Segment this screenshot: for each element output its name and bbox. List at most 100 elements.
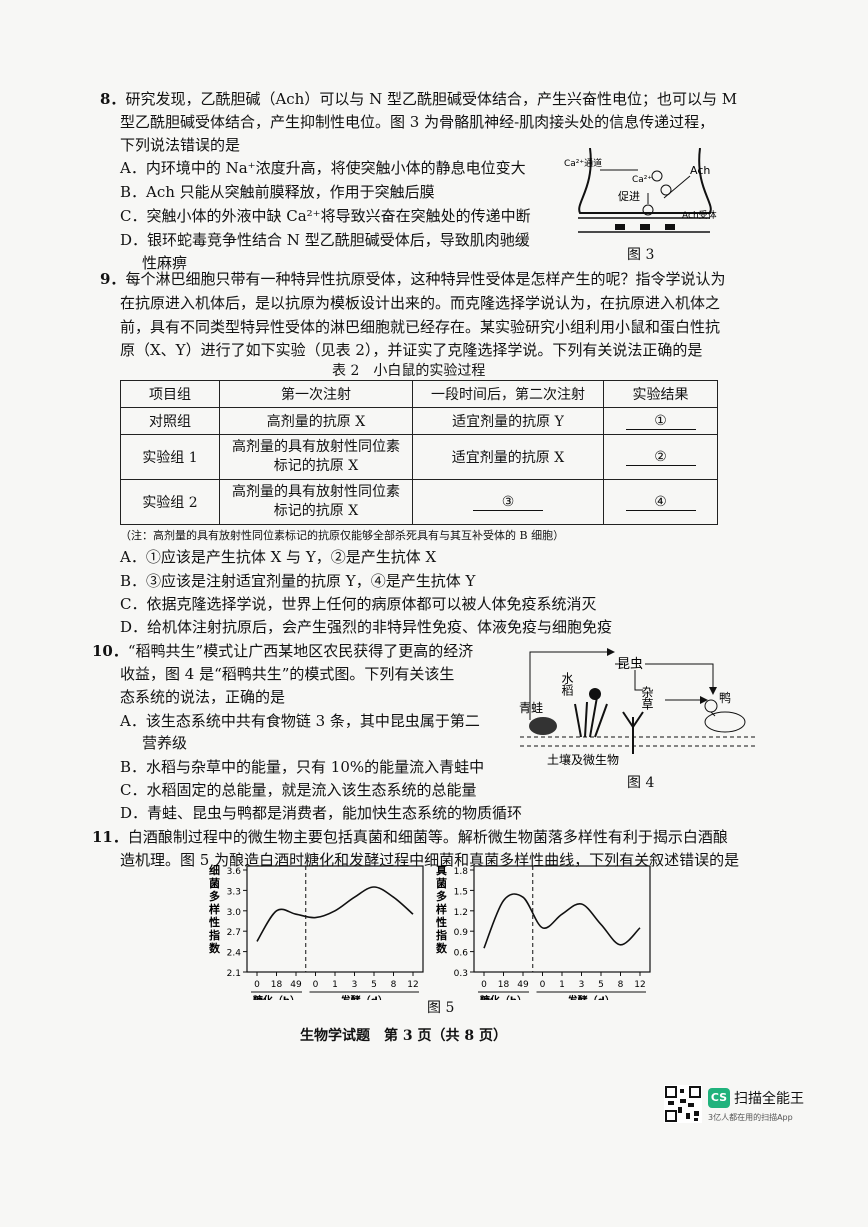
x-tick-label: 3 <box>579 980 585 990</box>
x-group-label: 糖化（h） <box>480 994 527 1000</box>
q9-stem-line-3: 前，具有不同类型特异性受体的淋巴细胞就已经存在。某实验研究小组利用小鼠和蛋白性抗 <box>120 318 721 336</box>
table-2-note: （注：高剂量的具有放射性同位素标记的抗原仅能够全部杀死具有与其互补受体的 B 细… <box>120 529 565 542</box>
fig4-label-rice: 水稻 <box>560 672 574 696</box>
q10-option-a-cont: 营养级 <box>142 734 188 752</box>
table-cell: 高剂量的抗原 X <box>219 407 413 435</box>
x-tick-label: 0 <box>254 980 260 990</box>
y-axis-label: 样 <box>436 902 447 916</box>
q10-stem-line-3: 态系统的说法，正确的是 <box>120 688 286 706</box>
fig4-label-duck: 鸭 <box>719 691 731 705</box>
q9-option-c: C．依据克隆选择学说，世界上任何的病原体都可以被人体免疫系统消灭 <box>120 595 597 613</box>
y-axis-label: 菌 <box>436 876 447 890</box>
x-tick-label: 49 <box>290 980 302 990</box>
y-tick-label: 2.4 <box>227 949 242 959</box>
y-tick-label: 1.5 <box>454 887 468 897</box>
q9-stem-line-4: 原（X、Y）进行了如下实验（见表 2），并证实了克隆选择学说。下列有关说法正确的… <box>120 341 703 359</box>
fig3-label-ca: Ca²⁺ <box>632 175 652 185</box>
table-cell: 适宜剂量的抗原 Y <box>412 407 604 435</box>
q10-stem-line-1: 10．“稻鸭共生”模式让广西某地区农民获得了更高的经济 <box>92 642 474 660</box>
fig4-label-insect: 昆虫 <box>617 657 643 672</box>
series-line <box>483 893 641 949</box>
q8-option-d-cont: 性麻痹 <box>142 254 188 272</box>
y-tick-label: 0.3 <box>454 969 468 979</box>
y-axis-label: 细 <box>209 863 220 877</box>
answer-blank: ① <box>625 413 696 430</box>
page-footer: 生物学试题 第 3 页（共 8 页） <box>300 1028 507 1044</box>
x-tick-label: 0 <box>540 980 546 990</box>
fig3-label-receptor: Ach受体 <box>682 209 717 221</box>
cs-logo-icon: CS <box>708 1088 730 1108</box>
table-cell: 实验组 2 <box>120 479 220 525</box>
figure-5-caption: 图 5 <box>427 1000 455 1016</box>
table-header: 第一次注射 <box>219 380 413 408</box>
y-axis-label: 指 <box>436 928 447 942</box>
x-tick-label: 8 <box>391 980 397 990</box>
x-tick-label: 5 <box>371 980 377 990</box>
table-2: 项目组 第一次注射 一段时间后，第二次注射 实验结果 对照组 高剂量的抗原 X … <box>120 380 718 525</box>
figure-3-synapse: Ca²⁺通道 Ca²⁺ 促进 Ach Ach受体 <box>564 148 717 233</box>
q8-option-b: B．Ach 只能从突触前膜释放，作用于突触后膜 <box>120 183 435 201</box>
x-tick-label: 5 <box>598 980 604 990</box>
x-tick-label: 18 <box>271 980 283 990</box>
q10-option-c: C．水稻固定的总能量，就是流入该生态系统的总能量 <box>120 781 477 799</box>
x-group-label: 发酵（d） <box>567 994 615 1000</box>
y-tick-label: 3.0 <box>227 908 242 918</box>
y-axis-label: 数 <box>209 941 221 955</box>
table-header-row: 项目组 第一次注射 一段时间后，第二次注射 实验结果 <box>120 380 718 408</box>
q10-option-d: D．青蛙、昆虫与鸭都是消费者，能加快生态系统的物质循环 <box>120 804 523 822</box>
table-cell: ② <box>603 434 718 480</box>
q10-stem-line-2: 收益，图 4 是“稻鸭共生”的模式图。下列有关该生 <box>120 665 455 683</box>
fig3-label-ach: Ach <box>690 164 710 177</box>
figure-4-ecosystem: 昆虫 水稻 杂草 青蛙 鸭 土壤及微生物 <box>519 648 755 767</box>
table-cell: 实验组 1 <box>120 434 220 480</box>
fig3-label-promote: 促进 <box>618 189 640 203</box>
x-tick-label: 0 <box>481 980 487 990</box>
y-axis-label: 菌 <box>209 876 220 890</box>
y-tick-label: 1.8 <box>454 867 469 877</box>
figure-3-caption: 图 3 <box>627 247 655 263</box>
table-header: 实验结果 <box>603 380 718 408</box>
q8-stem-line-3: 下列说法错误的是 <box>120 136 241 154</box>
plot-frame <box>473 865 651 973</box>
answer-blank: ② <box>625 449 696 466</box>
table-row: 对照组 高剂量的抗原 X 适宜剂量的抗原 Y ① <box>120 407 718 435</box>
y-tick-label: 2.7 <box>227 928 241 938</box>
x-tick-label: 1 <box>559 980 565 990</box>
plot-frame <box>246 865 424 973</box>
figure-5-bacteria-chart: 细菌多样性指数3.63.33.02.72.42.1018490135812糖化（… <box>209 863 424 1000</box>
scanner-app-name: 扫描全能王 <box>734 1091 804 1107</box>
y-axis-label: 性 <box>209 915 220 929</box>
figure-4-caption: 图 4 <box>627 775 655 791</box>
x-tick-label: 12 <box>407 980 418 990</box>
table-2-title: 表 2 小白鼠的实验过程 <box>332 363 486 379</box>
table-cell: ③ <box>412 479 604 525</box>
y-tick-label: 1.2 <box>454 908 468 918</box>
y-axis-label: 样 <box>209 902 220 916</box>
table-cell: 高剂量的具有放射性同位素标记的抗原 X <box>219 434 413 480</box>
x-group-label: 糖化（h） <box>253 994 300 1000</box>
x-group-label: 发酵（d） <box>340 994 388 1000</box>
y-tick-label: 3.3 <box>227 887 241 897</box>
x-tick-label: 1 <box>332 980 338 990</box>
q11-stem-line-1: 11．白酒酿制过程中的微生物主要包括真菌和细菌等。解析微生物菌落多样性有利于揭示… <box>92 828 728 846</box>
table-row: 实验组 2 高剂量的具有放射性同位素标记的抗原 X ③ ④ <box>120 479 718 525</box>
y-axis-label: 真 <box>436 863 447 877</box>
table-header: 项目组 <box>120 380 220 408</box>
table-cell: 对照组 <box>120 407 220 435</box>
q10-option-a: A．该生态系统中共有食物链 3 条，其中昆虫属于第二 <box>120 712 480 730</box>
answer-blank: ③ <box>473 494 543 511</box>
table-cell: ① <box>603 407 718 435</box>
x-tick-label: 8 <box>618 980 624 990</box>
y-tick-label: 3.6 <box>227 867 242 877</box>
q8-option-c: C．突触小体的外液中缺 Ca²⁺将导致兴奋在突触处的传递中断 <box>120 207 531 225</box>
fig4-label-frog: 青蛙 <box>519 701 543 715</box>
q8-stem-line-2: 型乙酰胆碱受体结合，产生抑制性电位。图 3 为骨骼肌神经-肌肉接头处的信息传递过… <box>120 113 715 131</box>
q10-option-b: B．水稻与杂草中的能量，只有 10%的能量流入青蛙中 <box>120 758 485 776</box>
q11-stem-line-2: 造机理。图 5 为酿造白酒时糖化和发酵过程中细菌和真菌多样性曲线，下列有关叙述错… <box>120 851 740 869</box>
q9-stem-line-1: 9．每个淋巴细胞只带有一种特异性抗原受体，这种特异性受体是怎样产生的呢？指令学说… <box>100 270 726 288</box>
y-tick-label: 0.9 <box>454 928 469 938</box>
table-cell: ④ <box>603 479 718 525</box>
table-header: 一段时间后，第二次注射 <box>412 380 604 408</box>
table-row: 实验组 1 高剂量的具有放射性同位素标记的抗原 X 适宜剂量的抗原 X ② <box>120 434 718 480</box>
qr-code-icon <box>664 1085 702 1123</box>
